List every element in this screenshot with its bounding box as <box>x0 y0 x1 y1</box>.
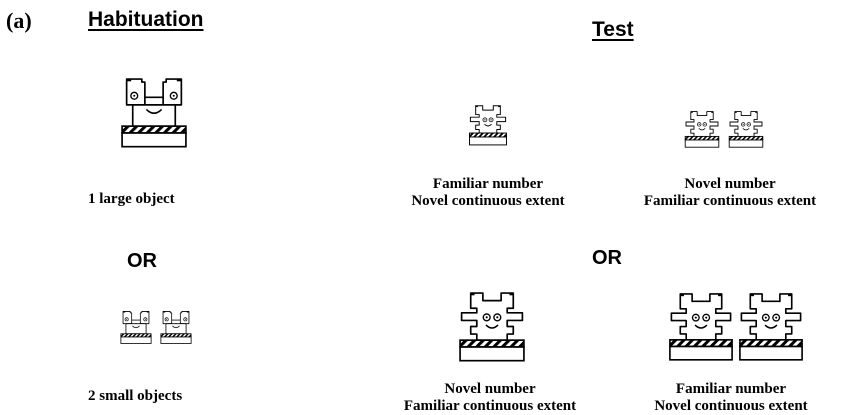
test-top-left-caption: Familiar number Novel continuous extent <box>388 176 588 210</box>
test-top-left-object-icon <box>468 105 508 146</box>
test-bottom-left-caption-line-1: Novel number <box>444 381 536 397</box>
test-bottom-right-caption-line-2: Novel continuous extent <box>654 398 808 414</box>
test-or-label: OR <box>592 247 622 269</box>
test-top-right-object-icon <box>728 111 764 148</box>
test-heading: Test <box>592 18 634 41</box>
habituation-heading: Habituation <box>88 8 204 31</box>
test-top-right-caption-line-2: Familiar continuous extent <box>643 193 817 209</box>
test-bottom-right-object-icon <box>668 292 734 361</box>
test-top-left-caption-line-2: Novel continuous extent <box>411 193 565 209</box>
test-bottom-left-caption-line-2: Familiar continuous extent <box>403 398 577 414</box>
test-bottom-right-object-icon <box>738 292 804 361</box>
habituation-option-1-caption: 1 large object <box>88 191 175 207</box>
test-top-right-object-icon <box>684 111 720 148</box>
test-top-right-caption-line-1: Novel number <box>684 176 776 192</box>
test-top-left-caption-line-1: Familiar number <box>432 176 544 192</box>
test-bottom-left-object-icon <box>459 292 525 362</box>
habituation-or-label: OR <box>127 250 157 272</box>
habituation-option-2-caption: 2 small objects <box>88 388 183 404</box>
habituation-small-object-icon <box>160 311 192 344</box>
panel-label: (a) <box>6 8 32 33</box>
test-bottom-right-caption: Familiar number Novel continuous extent <box>626 381 836 415</box>
habituation-small-object-icon <box>120 311 152 344</box>
habituation-large-object-icon <box>121 78 187 148</box>
test-bottom-left-caption: Novel number Familiar continuous extent <box>390 381 590 415</box>
test-top-right-caption: Novel number Familiar continuous extent <box>620 176 840 210</box>
test-bottom-right-caption-line-1: Familiar number <box>675 381 787 397</box>
